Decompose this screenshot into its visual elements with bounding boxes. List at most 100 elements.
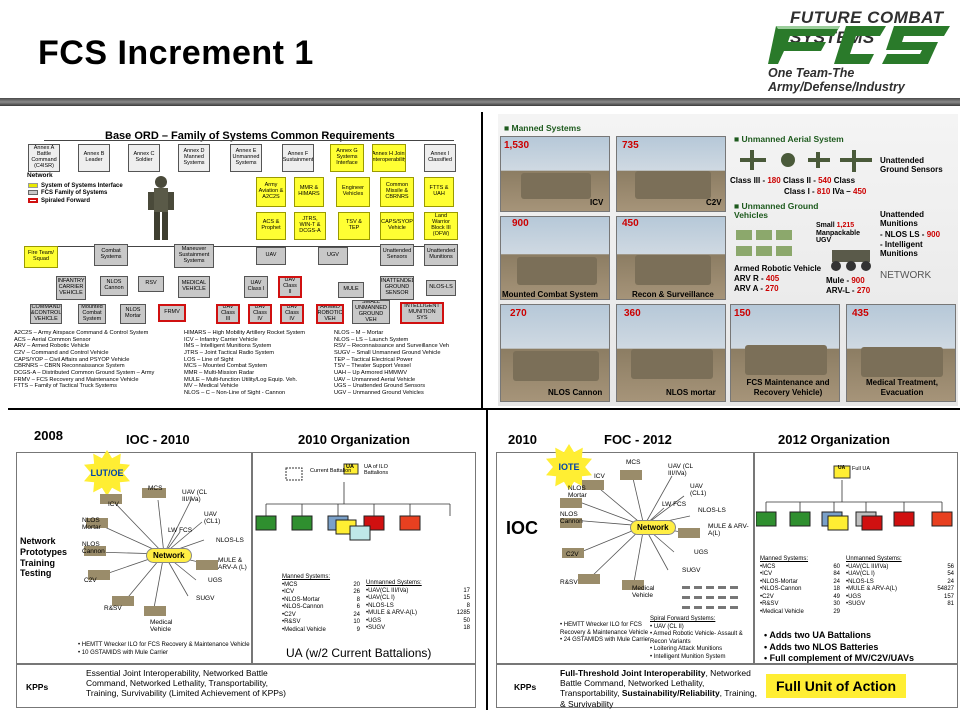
system-count: 49 — [833, 593, 840, 600]
system-count-row: •ICV 26 — [282, 589, 360, 597]
system-count: 15 — [463, 595, 470, 601]
ioc-side-label: Network Prototypes Training Testing — [20, 536, 68, 579]
nlos-mortar-caption: NLOS mortar — [666, 388, 716, 397]
fire-team-box: Fire Team/ Squad — [24, 246, 58, 268]
ioc-title: IOC - 2010 — [126, 432, 190, 447]
foc-footnotes: • HEMTT Wrecker ILO for FCS Recovery & M… — [560, 622, 651, 643]
foc-network-frame — [496, 452, 754, 664]
uav-box: UAV — [256, 247, 286, 265]
ugv-title: ■ Unmanned Ground Vehicles — [734, 201, 819, 221]
ioc-node-icv: ICV — [108, 501, 119, 508]
network-word: NETWORK — [880, 270, 932, 281]
system-count: 17 — [463, 587, 470, 594]
quadrant-divider-bottom — [486, 410, 488, 710]
quadrant-divider-horizontal — [8, 408, 960, 410]
ord-legend: System of Systems Interface FCS Family o… — [28, 183, 123, 205]
yellow-box-engineer: Engineer Vehicles — [336, 177, 370, 207]
system-count: 29 — [833, 608, 840, 615]
yellow-box-aviation: Army Aviation & A2C2S — [256, 177, 286, 207]
ioc-node-c2v: C2V — [84, 577, 97, 584]
system-name: •NLOS-Mortar — [760, 578, 798, 585]
ioc-node-nlos-cannon: NLOS Cannon — [82, 541, 105, 555]
foc-org-title: 2012 Organization — [778, 432, 890, 447]
system-name: •UGS — [366, 617, 382, 624]
manned-systems-title: ■ Manned Systems — [504, 123, 581, 133]
ioc-node-mule: MULE & ARV-A (L) — [218, 557, 247, 571]
arv-box: ARMED ROBOTIC VEH — [316, 304, 344, 324]
medical-vehicle-photo — [846, 304, 956, 402]
header-rule — [0, 98, 960, 106]
foc-network-node: Network — [630, 520, 676, 535]
nlos-cannon-box: NLOS Cannon — [100, 276, 128, 296]
system-name: •Medical Vehicle — [282, 626, 326, 633]
foc-org-ua-label: Full UA — [852, 466, 871, 472]
system-name: •R&SV — [282, 619, 301, 625]
system-name: •ICV — [760, 571, 773, 577]
system-name: •C2V — [282, 611, 296, 618]
arv-a: ARV A - 270 — [734, 284, 779, 293]
page-title: FCS Increment 1 — [38, 34, 314, 72]
frmv-box: FRMV — [158, 304, 186, 322]
nlos-mortar-photo — [616, 304, 726, 402]
arv-title: Armed Robotic Vehicle — [734, 264, 822, 273]
foc-bullets: • Adds two UA Battalions • Adds two NLOS… — [764, 630, 915, 664]
system-count: 26 — [353, 589, 360, 595]
yellow-box-land-warrior: Land Warrior Block III (OFW) — [424, 212, 458, 240]
system-name: •Medical Vehicle — [760, 608, 804, 615]
uav-class-ivb-box: UAV Class IV — [280, 304, 304, 324]
system-name: •UGS — [846, 593, 862, 600]
foc-node-uav-i: UAV (CL1) — [690, 483, 707, 497]
system-count: 54827 — [937, 586, 954, 592]
annex-e: Annex E Unmanned Systems — [230, 144, 262, 172]
foc-node-c2v: C2V — [566, 551, 579, 558]
ugv-box: UGV — [318, 247, 348, 265]
foc-node-icv: ICV — [594, 473, 605, 480]
system-count: 157 — [943, 593, 954, 600]
foc-node-uav-iii: UAV (CL III/IVa) — [668, 463, 693, 477]
ioc-node-rsv: R&SV — [104, 605, 122, 612]
system-count-row: •UAV(CL III/IVa)17 — [366, 588, 470, 596]
uav-class-iva-box: UAV Class IV — [248, 304, 272, 324]
rsv-count: 450 — [622, 218, 639, 229]
ioc-org-chart — [255, 463, 451, 541]
foc-node-mcs: MCS — [626, 459, 641, 466]
foc-node-lw-fcs: LW FCS — [662, 501, 687, 508]
uav-line-2: Class I - 810 IVa – 450 — [784, 187, 867, 196]
system-count: 24 — [353, 611, 360, 618]
abbreviations-left: A2C2S – Army Airspace Command & Control … — [14, 330, 155, 390]
system-count: 18 — [463, 625, 470, 631]
abbreviations-right: NLOS – M – Mortar NLOS – LS – Launch Sys… — [334, 330, 450, 397]
system-count: 54 — [947, 571, 954, 577]
system-name: •MULE & ARV-A(L) — [366, 610, 418, 616]
spiral-uav-icons — [682, 586, 738, 609]
annex-b: Annex B Leader — [78, 144, 110, 172]
system-name: •ICV — [282, 589, 295, 595]
uav-title: ■ Unmanned Aerial System — [734, 134, 844, 144]
c2v-caption: C2V — [706, 198, 722, 207]
yellow-box-jtrs: JTRS, WIN-T & DCGS-A — [294, 212, 326, 240]
ioc-node-mcs: MCS — [148, 485, 163, 492]
mcs-caption: Mounted Combat System — [502, 290, 599, 299]
ugs-label: Unattended Ground Sensors — [880, 156, 943, 175]
system-count-row: •MULE & ARV-A(L) 1285 — [366, 610, 470, 618]
foc-title: FOC - 2012 — [604, 432, 672, 447]
system-count: 1285 — [456, 610, 470, 616]
system-count: 24 — [833, 578, 840, 585]
ioc-unmanned-list: Unmanned Systems: •UAV(CL III/IVa)17•UAV… — [366, 580, 470, 631]
system-name: •MCS — [282, 581, 298, 588]
foc-unmanned-list: Unmanned Systems: •UAV(CL III/IVa)56•UAV… — [846, 556, 954, 609]
frmv-caption: FCS Maintenance and Recovery Vehicle) — [746, 378, 830, 397]
uav-line-1: Class III - 180 Class II - 540 Class — [730, 176, 856, 185]
arv-l-count: ARV-L - 270 — [826, 286, 871, 295]
uav-class-i-box: UAV Class I — [244, 276, 268, 298]
ioc-org-frame — [252, 452, 476, 664]
foc-side-label: IOC — [506, 518, 539, 538]
mcs-photo — [500, 216, 610, 300]
mule-icon — [831, 250, 871, 271]
um-intelligent: - Intelligent Munitions — [880, 240, 923, 258]
